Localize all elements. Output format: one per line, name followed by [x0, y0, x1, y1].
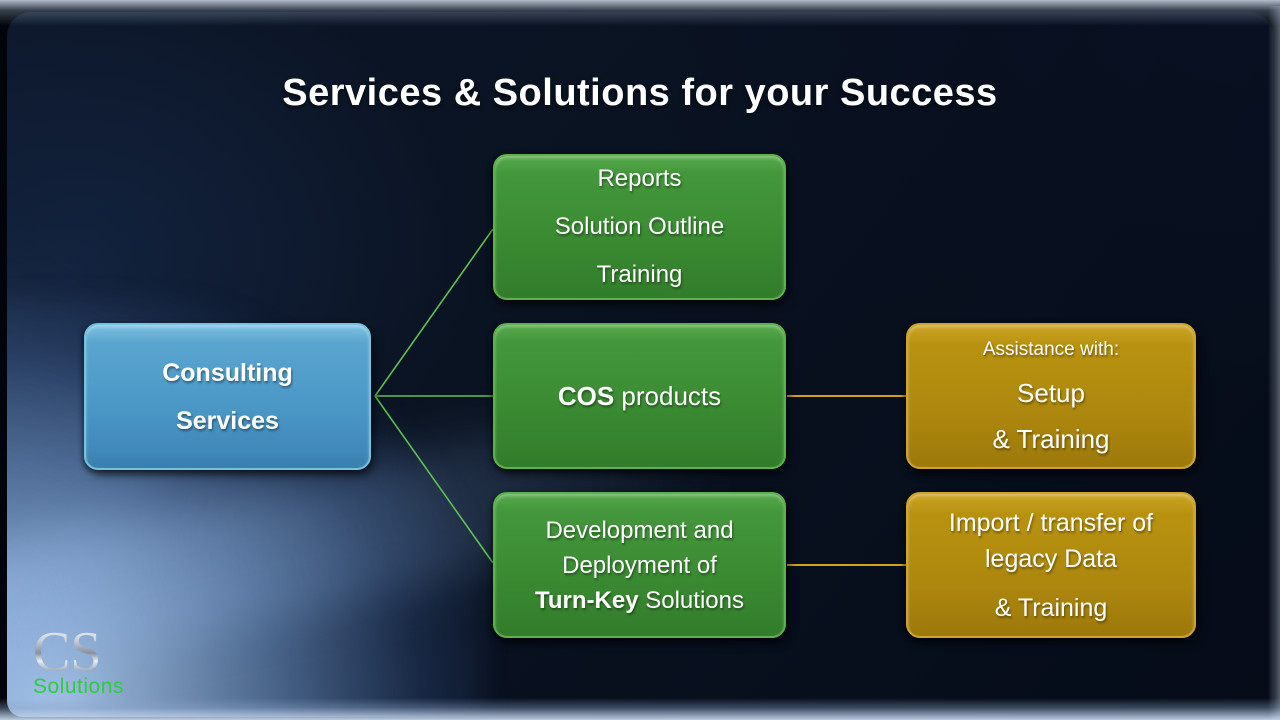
node-text-line: Setup [1017, 378, 1085, 408]
node-assistance-setup-training: Assistance with: Setup & Training [906, 323, 1196, 469]
right-edge-glow [1268, 6, 1280, 720]
node-reports-solution-outline-training: Reports Solution Outline Training [493, 154, 786, 300]
node-heading: Assistance with: [982, 339, 1120, 360]
node-text-line: & Training [994, 593, 1108, 622]
turnkey-regular-text: Solutions [638, 586, 744, 614]
node-text-line: Deployment of [562, 551, 717, 579]
cos-regular-text: products [614, 380, 722, 411]
node-text-line: Turn-Key Solutions [535, 583, 744, 618]
node-text-line: Reports [597, 165, 682, 192]
node-text-line: Training [596, 261, 683, 288]
node-text-line: legacy Data [984, 544, 1118, 573]
logo-name: Solutions [33, 675, 124, 698]
node-text-line: Solution Outline [554, 213, 725, 240]
cos-bold-text: COS [557, 380, 615, 411]
node-text-line: Import / transfer of [948, 508, 1154, 537]
bottom-edge-glow [0, 698, 1280, 720]
slide-title: Services & Solutions for your Success [282, 72, 998, 114]
node-import-legacy-data: Import / transfer of legacy Data & Train… [906, 492, 1196, 638]
node-cos-products: COS products [493, 323, 786, 469]
company-logo: CS Solutions [33, 624, 124, 697]
node-turnkey-solutions: Development and Deployment of Turn-Key S… [493, 492, 786, 638]
node-text-line: & Training [992, 424, 1110, 454]
node-text-line: COS products [558, 381, 721, 412]
node-consulting-services: Consulting Services [84, 323, 371, 470]
logo-initials: CS [33, 624, 124, 680]
turnkey-bold-text: Turn-Key [535, 586, 639, 614]
node-text-line: Development and [545, 516, 734, 544]
top-edge-glow [0, 0, 1280, 26]
node-text-line: Consulting [162, 358, 293, 387]
node-text-line: Services [176, 406, 279, 435]
